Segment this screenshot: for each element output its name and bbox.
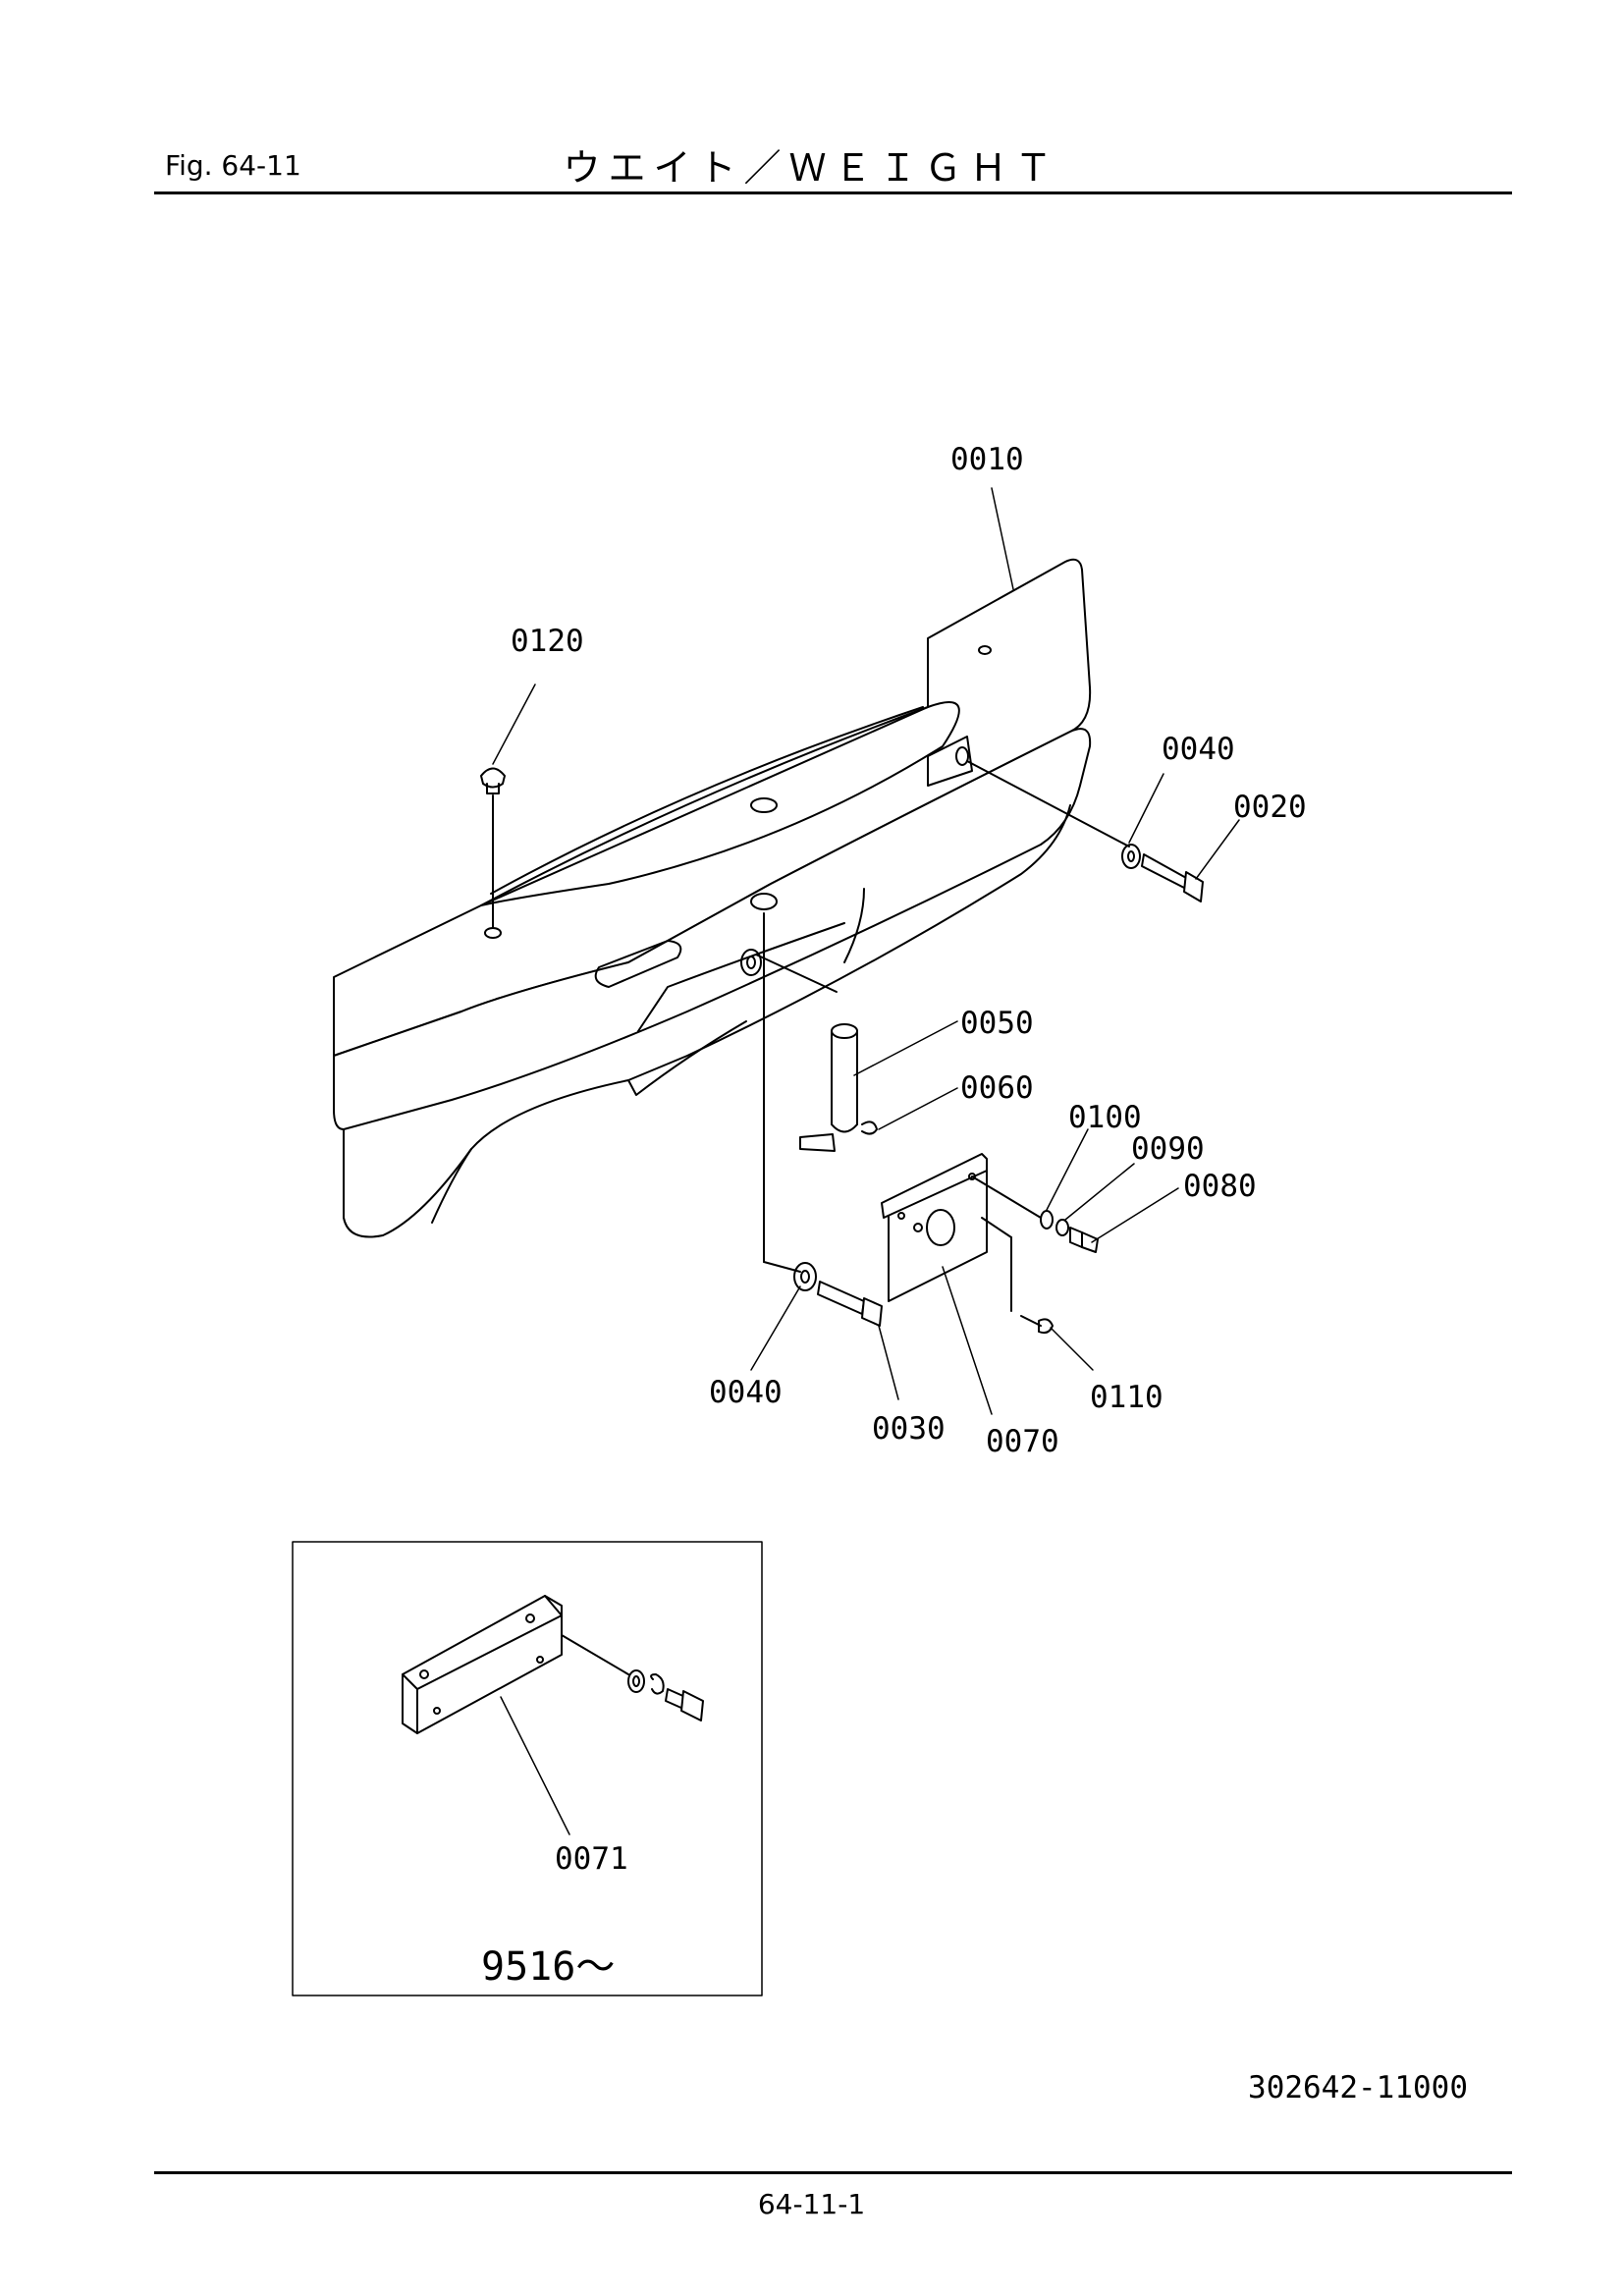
page-title: ウエイト／ＷＥＩＧＨＴ [563,146,1060,190]
callout-0060: 0060 [960,1070,1034,1106]
bracket-0070 [881,1153,1099,1335]
callout-0100: 0100 [1068,1100,1142,1135]
callout-0080: 0080 [1183,1169,1257,1204]
callout-0120: 0120 [511,624,584,659]
header-rule [154,191,1512,194]
callout-0020: 0020 [1233,790,1307,825]
callout-0110: 0110 [1090,1380,1163,1415]
counterweight-body [333,558,1092,1238]
callout-0071: 0071 [555,1841,628,1877]
inset-box [292,1541,763,1996]
drawing-number: 302642-11000 [1248,2070,1468,2105]
bolt-0030 [763,912,883,1327]
callout-0010: 0010 [950,442,1024,477]
footer-rule [154,2171,1512,2174]
pin-0050 [755,954,878,1152]
bolt-0020 [966,760,1204,902]
figure-number: Fig. 64-11 [165,149,301,182]
callout-0040-lower: 0040 [709,1375,783,1410]
page-number: 64-11-1 [757,2188,866,2220]
callout-0090: 0090 [1131,1131,1205,1167]
callout-0040-upper: 0040 [1162,732,1235,767]
callout-0070: 0070 [986,1424,1059,1459]
callout-0030: 0030 [872,1411,946,1447]
plug-0120 [480,767,506,929]
leader-lines [492,487,1240,1415]
serial-range: 9516～ [481,1944,615,1990]
callout-0050: 0050 [960,1006,1034,1041]
